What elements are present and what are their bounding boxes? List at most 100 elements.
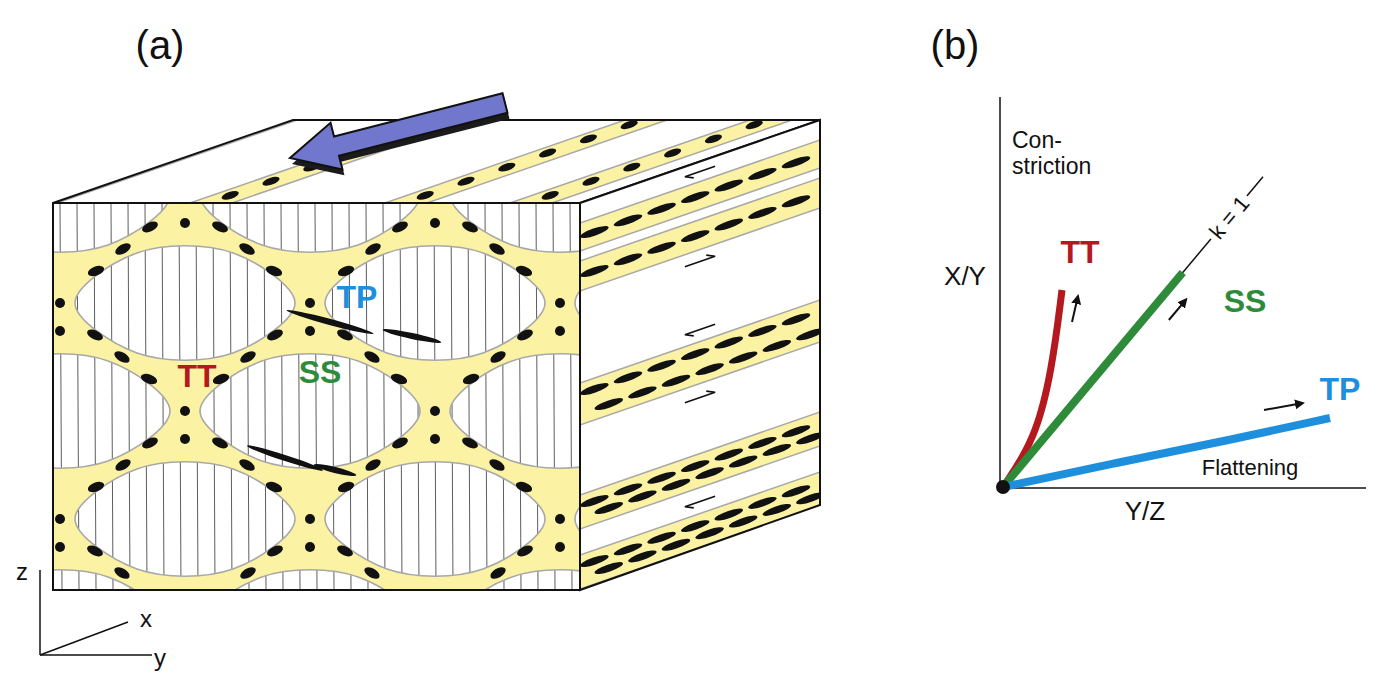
cleavage-line [247, 203, 249, 590]
axis-title: Y/Z [1125, 497, 1165, 526]
shear-zone-boundary [200, 354, 420, 468]
strain-ellipse [112, 349, 131, 365]
strain-ellipse [795, 430, 826, 447]
cleavage-line [230, 203, 232, 590]
shear-zone-boundary [325, 246, 545, 360]
strain-ellipse [713, 334, 744, 351]
strain-ellipse [761, 338, 792, 355]
lozenge-fill [200, 354, 420, 468]
strain-ellipse [795, 326, 826, 343]
cleavage-line [128, 203, 130, 590]
cleavage-line [536, 203, 538, 590]
strain-ellipse [86, 480, 105, 494]
strain-ellipse [221, 189, 240, 201]
strain-ellipse [781, 193, 812, 210]
plot-axis [999, 97, 1001, 488]
shear-zone-boundary [53, 570, 170, 590]
strain-ellipse [238, 349, 257, 365]
shear-sense-arrow [685, 166, 715, 178]
strain-ellipse [781, 154, 812, 171]
strain-ellipse [515, 327, 534, 342]
strain-ellipse [663, 147, 682, 159]
cleavage-line [468, 203, 470, 590]
coordinate-axis [39, 570, 41, 655]
cleavage-line [434, 203, 436, 590]
strain-ellipse [140, 219, 159, 234]
shear-sense-arrow [685, 255, 715, 267]
strain-ellipse [335, 543, 354, 558]
cleavage-line [111, 203, 113, 590]
strain-ellipse [646, 239, 677, 256]
cleavage-line [400, 203, 402, 590]
shear-zone-boundary [75, 462, 295, 576]
cleavage-line [451, 203, 453, 590]
strain-ellipse [581, 175, 600, 187]
strain-ellipse [627, 384, 658, 401]
strain-ellipse [761, 442, 792, 459]
shear-zone-boundary [325, 462, 545, 576]
strain-ellipse [140, 435, 159, 450]
path-direction-arrow [1072, 296, 1078, 322]
strain-ellipse [579, 381, 610, 398]
strain-ellipse [237, 457, 256, 473]
strain-ellipse [514, 480, 533, 494]
strain-ellipse [112, 565, 131, 581]
strain-ellipse [363, 241, 382, 257]
strain-ellipse [264, 264, 283, 278]
strain-ellipse [555, 514, 565, 524]
strain-ellipse [515, 543, 534, 558]
strain-ellipse [728, 453, 759, 470]
strain-ellipse [390, 435, 409, 450]
shear-zone-section [580, 178, 820, 291]
coordinate-axis [40, 622, 128, 655]
strain-ellipse [713, 216, 744, 233]
cleavage-line [485, 203, 487, 590]
strain-ellipse [336, 264, 355, 278]
strain-ellipse [305, 326, 315, 336]
strain-ellipse [55, 298, 65, 308]
strain-ellipse [488, 349, 507, 365]
strain-ellipse [85, 543, 104, 558]
strain-ellipse [363, 457, 382, 473]
right-face [579, 120, 826, 590]
cleavage-line [553, 203, 555, 590]
cleavage-line [519, 203, 521, 590]
cleavage-line [315, 203, 317, 590]
strain-ellipse [694, 525, 725, 542]
strain-ellipse [430, 406, 440, 416]
panel-label: (a) [136, 23, 185, 68]
strain-ellipse [514, 264, 533, 278]
strain-ellipse [237, 241, 256, 257]
lozenge-fill [75, 246, 295, 360]
strain-ellipse [180, 434, 190, 444]
strain-ellipse [728, 349, 759, 366]
shear-zone-boundary [53, 354, 170, 468]
strain-ellipse [390, 219, 409, 234]
shear-sense-arrow [685, 324, 715, 336]
path-label: TT [1060, 235, 1099, 271]
cleavage-line [281, 203, 283, 590]
strain-ellipse [661, 537, 692, 554]
strain-ellipse [694, 361, 725, 378]
line-label: k = 1 [1202, 189, 1257, 248]
shear-zone-boundary [450, 203, 580, 252]
strain-ellipse [430, 218, 440, 228]
axis-name: x [140, 606, 152, 633]
strain-ellipse [497, 161, 516, 173]
strain-ellipse [362, 565, 381, 581]
axis-name: z [16, 559, 28, 586]
strain-ellipse [555, 326, 565, 336]
strain-ellipse [430, 434, 440, 444]
strain-ellipse [713, 177, 744, 194]
path-label: SS [1224, 284, 1267, 320]
field-label: Con- striction [1012, 128, 1112, 180]
shear-sense-arrow [685, 496, 715, 508]
cleavage-line [60, 203, 62, 590]
strain-ellipse [661, 477, 692, 494]
cleavage-line [145, 203, 147, 590]
strain-ellipse [139, 372, 158, 386]
tp-path [1003, 418, 1330, 487]
strain-ellipse [305, 514, 315, 524]
cleavage-line [196, 203, 198, 590]
